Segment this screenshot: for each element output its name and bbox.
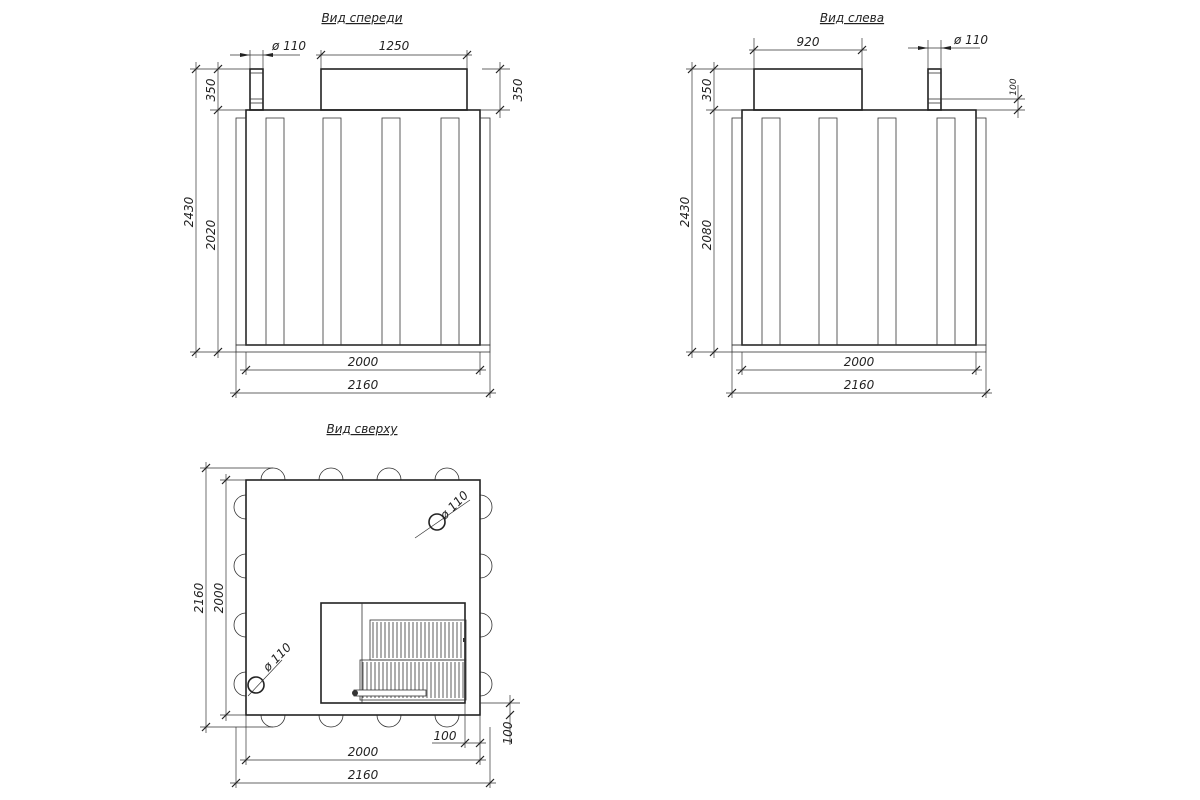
left-pipe-diameter: ø 110 <box>953 33 988 47</box>
top-view-title: Вид сверху <box>326 422 398 436</box>
top-body <box>245 479 481 716</box>
front-total-height: 2430 <box>182 196 196 227</box>
top-total-depth: 2160 <box>192 582 206 613</box>
left-body-width: 2000 <box>844 355 875 369</box>
front-pipe <box>249 68 264 111</box>
left-pipe-offset: 100 <box>1009 78 1019 95</box>
left-box-width: 920 <box>797 35 820 49</box>
top-pipe-diameter-lower: ø 110 <box>260 640 295 675</box>
top-pipe-upper <box>428 513 446 531</box>
top-pipe-diameter-upper: ø 110 <box>437 488 472 523</box>
left-top-box <box>753 68 863 111</box>
top-total-width: 2160 <box>348 768 379 782</box>
left-total-width: 2160 <box>844 378 875 392</box>
left-view: Вид слева ø 110 920 350 100 2430 2080 20… <box>678 11 1025 399</box>
top-body-depth: 2000 <box>212 582 226 613</box>
front-total-width: 2160 <box>348 378 379 392</box>
left-body-height: 2080 <box>700 219 714 250</box>
front-box-height-right: 350 <box>511 78 525 101</box>
left-box-height: 350 <box>700 78 714 101</box>
front-pipe-diameter: ø 110 <box>271 39 306 53</box>
top-offset-y: 100 <box>501 721 515 744</box>
front-body-height: 2020 <box>204 219 218 250</box>
top-pipe-lower <box>247 676 265 694</box>
top-offset-x: 100 <box>434 729 457 743</box>
front-view-title: Вид спереди <box>321 11 402 25</box>
front-box-width: 1250 <box>379 39 410 53</box>
left-view-title: Вид слева <box>820 11 884 25</box>
inner-compartment <box>320 602 467 704</box>
front-body-width: 2000 <box>348 355 379 369</box>
left-total-height: 2430 <box>678 196 692 227</box>
front-top-box <box>320 68 468 111</box>
front-box-height-left: 350 <box>204 78 218 101</box>
top-body-width: 2000 <box>348 745 379 759</box>
front-view: Вид спереди ø 110 1250 350 350 2430 2020… <box>182 11 525 399</box>
top-view: Вид сверху ø 110 ø 110 2160 <box>192 422 520 788</box>
left-pipe <box>927 68 942 111</box>
